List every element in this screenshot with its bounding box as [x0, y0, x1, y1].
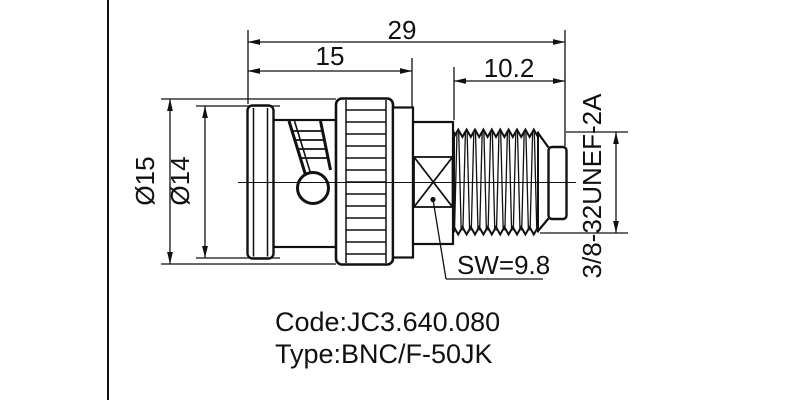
dim-29-label: 29 [388, 15, 417, 45]
thread-bottom-profile [454, 227, 538, 235]
arrowhead [553, 39, 565, 45]
caption-block: Code:JC3.640.080 Type:BNC/F-50JK [275, 307, 500, 369]
arrowhead [454, 78, 466, 84]
dim-d14-label: Ø14 [165, 156, 195, 205]
thread-lines [455, 132, 537, 231]
arrowhead [167, 252, 173, 264]
arrowhead [248, 68, 260, 74]
thread-spec-label: 3/8-32UNEF-2A [577, 93, 607, 279]
arrowhead [248, 39, 260, 45]
dim-10-2-label: 10.2 [484, 53, 535, 83]
arrowhead [553, 78, 565, 84]
dim-15-label: 15 [316, 41, 345, 71]
code-label: Code:JC3.640.080 [275, 307, 500, 337]
arrowhead [202, 246, 208, 258]
bayonet-slot-hole [298, 173, 329, 204]
wrench-size-label: SW=9.8 [457, 250, 550, 280]
type-label: Type:BNC/F-50JK [275, 339, 493, 369]
arrowhead [613, 221, 619, 233]
dim-d15-label: Ø15 [130, 156, 160, 205]
arrowhead [400, 68, 412, 74]
arrowhead [613, 132, 619, 144]
arrowhead [202, 106, 208, 118]
arrowhead [167, 99, 173, 111]
connector-outline [238, 99, 576, 265]
knurled-coupling-nut [336, 99, 393, 265]
